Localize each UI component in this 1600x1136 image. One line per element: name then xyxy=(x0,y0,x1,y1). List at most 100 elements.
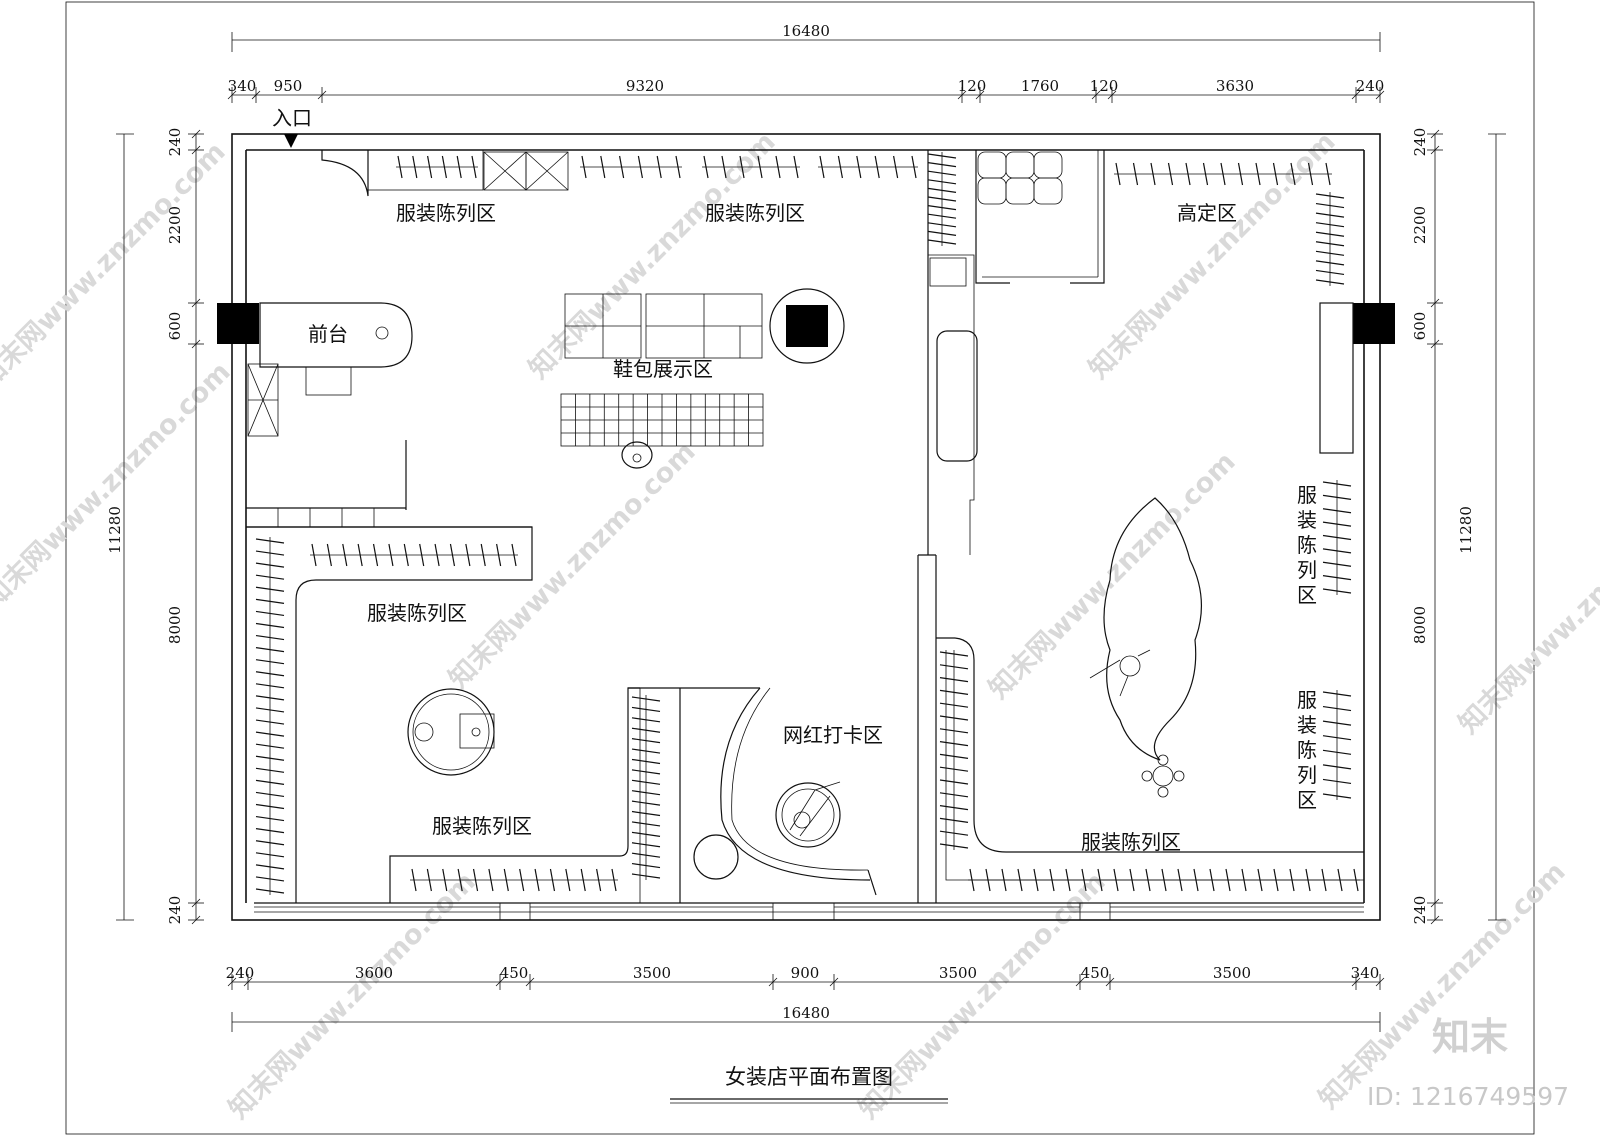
hanger xyxy=(1322,778,1352,785)
hanger xyxy=(1202,162,1209,186)
hanger xyxy=(631,717,661,723)
hanger xyxy=(631,862,661,869)
hanger xyxy=(985,868,991,892)
hanger xyxy=(412,155,418,179)
hanger xyxy=(927,239,957,245)
hanger xyxy=(580,868,586,892)
hanger xyxy=(255,574,285,580)
dim-tick-slash xyxy=(1375,977,1385,987)
dim-bottom-overall: 16480 xyxy=(782,1004,830,1022)
dim-tick-slash xyxy=(1075,977,1085,987)
dimension-lines xyxy=(116,32,1506,1032)
dim-top-3: 9320 xyxy=(626,77,664,95)
hanger xyxy=(1161,868,1167,892)
hanger xyxy=(939,689,969,695)
sheet-border xyxy=(65,1,1535,1135)
hanger xyxy=(255,671,285,677)
dim-right-4: 8000 xyxy=(1411,606,1429,644)
dim-bot-7: 450 xyxy=(1081,964,1110,982)
hanger xyxy=(1322,588,1352,594)
hanger xyxy=(255,743,285,749)
hanger xyxy=(1315,222,1345,228)
hanger xyxy=(927,213,957,219)
hanger xyxy=(1315,193,1345,199)
hanger xyxy=(255,731,285,737)
zone-label-shoes-bags: 鞋包展示区 xyxy=(613,357,713,381)
hanger xyxy=(255,791,285,798)
storage-cabinets xyxy=(483,151,569,191)
hanger xyxy=(1017,868,1023,892)
hanger xyxy=(927,230,957,236)
watermark-site-text: 知末网www.znzmo.com xyxy=(1453,481,1600,740)
hanger xyxy=(255,562,285,568)
dim-tick-slash xyxy=(768,977,778,987)
hanger xyxy=(372,543,379,567)
hanger xyxy=(1315,231,1345,237)
hanger xyxy=(927,222,957,228)
dim-right-5: 240 xyxy=(1411,896,1429,925)
hanger xyxy=(1150,162,1156,186)
hanger xyxy=(939,702,969,708)
watermark-site-text: 知末网www.znzmo.com xyxy=(443,436,702,695)
dim-tick-slash xyxy=(227,90,237,100)
hanger xyxy=(442,868,448,892)
hanger xyxy=(1322,494,1352,500)
zone-label-clothing-right-upper: 服装陈列区 xyxy=(1297,483,1317,607)
hanger xyxy=(1322,548,1352,554)
watermark-site-text: 知末网www.znzmo.com xyxy=(523,126,782,385)
hanger xyxy=(255,586,285,592)
hanger xyxy=(534,868,540,892)
dim-tick-slash xyxy=(1430,339,1440,349)
hanger xyxy=(1305,868,1311,892)
hanger xyxy=(255,755,285,761)
hanger xyxy=(1315,260,1345,266)
hanger xyxy=(1081,868,1087,892)
zone-label-char: 装 xyxy=(1297,508,1317,532)
hanger xyxy=(1049,868,1055,892)
dim-tick-slash xyxy=(975,90,985,100)
hanger xyxy=(939,715,969,721)
dim-bot-1: 240 xyxy=(226,964,255,982)
dim-tick-slash xyxy=(317,90,327,100)
hanger xyxy=(1220,162,1226,186)
dim-tick-slash xyxy=(191,145,201,155)
dim-tick-slash xyxy=(1105,977,1115,987)
dim-top-7: 3630 xyxy=(1216,77,1254,95)
hanger xyxy=(703,155,709,179)
hanger xyxy=(1322,735,1352,741)
hanger xyxy=(255,815,285,822)
hanger xyxy=(637,155,643,179)
hanger xyxy=(1322,764,1352,770)
hanger xyxy=(739,155,745,179)
hanger xyxy=(1315,279,1345,285)
hanger xyxy=(511,543,517,567)
dim-tick-slash xyxy=(1351,90,1361,100)
hanger xyxy=(357,543,363,567)
zone-label-char: 服 xyxy=(1297,483,1317,507)
dim-tick-slash xyxy=(1351,977,1361,987)
zone-label-char: 列 xyxy=(1297,763,1317,787)
hanger xyxy=(255,828,285,834)
hanger xyxy=(255,695,285,701)
dim-left-1: 240 xyxy=(166,128,184,157)
dim-bot-4: 3500 xyxy=(633,964,671,982)
dim-tick-slash xyxy=(1430,129,1440,139)
hanger xyxy=(1193,868,1199,892)
hanger xyxy=(426,868,432,892)
hanger xyxy=(1322,521,1352,527)
hanger xyxy=(1237,162,1244,186)
hanger xyxy=(255,767,285,773)
hanger xyxy=(1315,241,1345,247)
hanger xyxy=(1322,720,1352,726)
hanger xyxy=(255,779,285,785)
hanger xyxy=(631,800,661,806)
hanger xyxy=(631,769,661,775)
hanger xyxy=(927,153,957,159)
hanger xyxy=(1315,202,1345,209)
drawing-title: 女装店平面布置图 xyxy=(725,1065,893,1089)
dim-tick-slash xyxy=(525,977,535,987)
hanger xyxy=(631,821,661,827)
hanger xyxy=(927,170,957,176)
